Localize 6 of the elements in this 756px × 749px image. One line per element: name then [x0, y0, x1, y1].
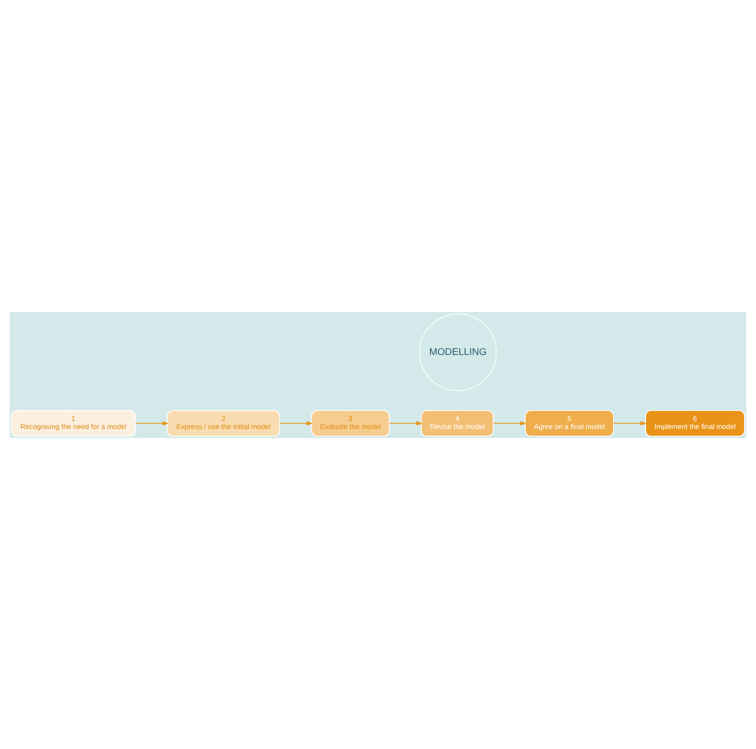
arrow	[279, 420, 313, 426]
arrow	[613, 420, 647, 426]
node-circle: MODELLING	[419, 312, 497, 391]
arrow	[492, 420, 526, 426]
arrow	[388, 420, 423, 426]
arrow	[135, 420, 169, 426]
